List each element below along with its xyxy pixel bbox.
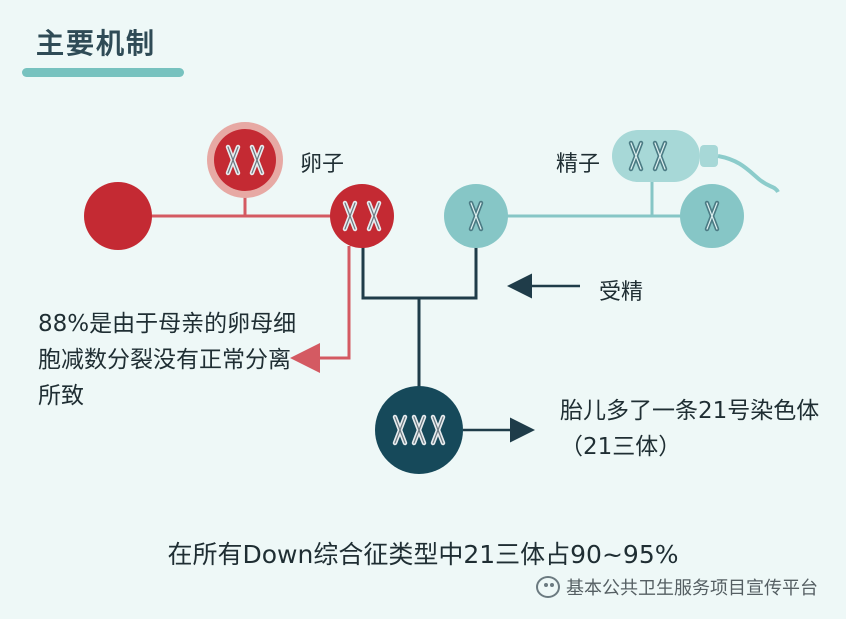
sperm-label: 精子: [556, 152, 601, 177]
egg-label: 卵子: [300, 152, 345, 177]
sperm-head: [612, 130, 780, 194]
sperm-cell-left: [444, 184, 508, 248]
fertilization-connector: [361, 246, 580, 443]
title-underline: [22, 68, 184, 77]
maternal-secondary-cell: [207, 122, 283, 198]
watermark: 基本公共卫生服务项目宣传平台: [536, 574, 818, 600]
footer-statistic: 在所有Down综合征类型中21三体占90~95%: [167, 540, 679, 569]
watermark-text: 基本公共卫生服务项目宣传平台: [566, 578, 818, 599]
maternal-parent-cell: [84, 182, 152, 250]
trisomy-embryo: [375, 386, 463, 474]
maternal-nondisjunction-note: 88%是由于母亲的卵母细胞减数分裂没有正常分离所致: [38, 311, 297, 409]
wechat-icon: [536, 576, 560, 598]
egg-cell: [330, 184, 394, 248]
page-title: 主要机制: [36, 27, 157, 60]
sperm-cell-right: [680, 184, 744, 248]
trisomy-note: 胎儿多了一条21号染色体（21三体）: [560, 398, 820, 460]
fertilization-label: 受精: [599, 280, 644, 305]
